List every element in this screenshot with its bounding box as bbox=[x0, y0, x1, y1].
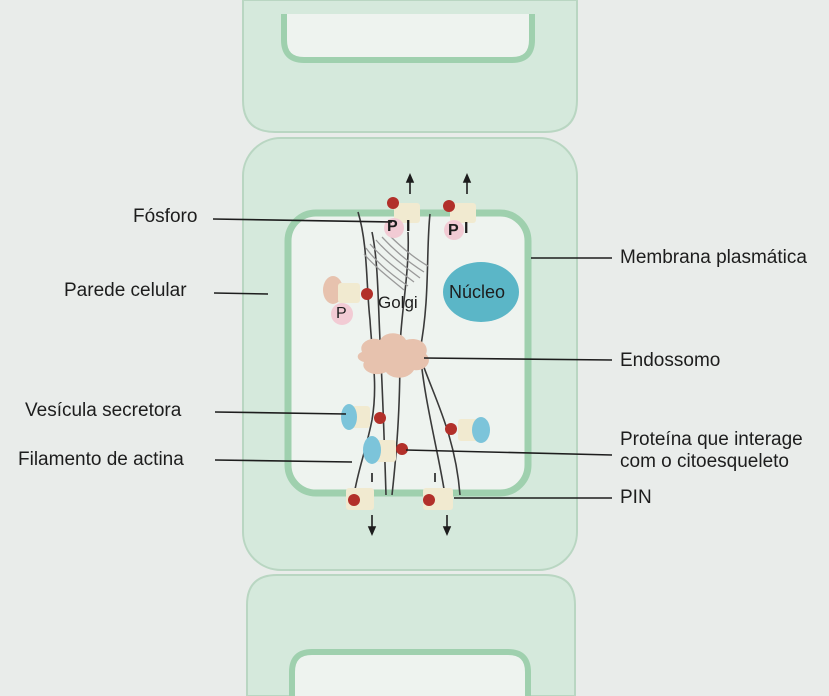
leader-proteina bbox=[405, 449, 613, 456]
protein-dot bbox=[423, 494, 435, 506]
protein-dot bbox=[374, 412, 386, 424]
vesicle bbox=[472, 417, 490, 443]
pin-top-left bbox=[384, 197, 420, 238]
phosphate-top-right bbox=[444, 220, 464, 240]
leader-filamento bbox=[214, 459, 353, 463]
arrow-down-icon bbox=[442, 526, 452, 537]
pin-bar-label: I bbox=[464, 220, 469, 237]
protein-dot bbox=[361, 288, 373, 300]
label-filamento-actina: Filamento de actina bbox=[18, 449, 184, 470]
vesicle bbox=[341, 404, 357, 430]
leader-lines bbox=[212, 218, 613, 499]
nucleus-label: Núcleo bbox=[449, 282, 506, 302]
phosphate-label: P bbox=[336, 305, 347, 322]
golgi-label: Golgi bbox=[378, 293, 418, 312]
protein-dot bbox=[348, 494, 360, 506]
leader-vesicula bbox=[214, 411, 347, 415]
label-proteina-line2: com o citoesqueleto bbox=[620, 451, 789, 472]
lower-cell-membrane bbox=[289, 649, 531, 696]
arrow-up-icon bbox=[405, 172, 415, 183]
lower-cell bbox=[246, 574, 576, 696]
label-fosforo: Fósforo bbox=[133, 206, 198, 227]
arrow-up-icon bbox=[462, 172, 472, 183]
upper-cell bbox=[242, 0, 578, 133]
vesicle bbox=[363, 436, 381, 464]
phosphate-left bbox=[331, 303, 353, 325]
transport-arrows bbox=[367, 172, 472, 537]
leader-endossomo bbox=[423, 357, 613, 361]
phosphate-label: P bbox=[448, 222, 459, 239]
pin-bottom-right bbox=[423, 488, 453, 510]
arrow-down-icon bbox=[367, 526, 377, 537]
pin-top-right bbox=[443, 200, 476, 240]
label-parede-celular: Parede celular bbox=[64, 280, 187, 301]
label-endossomo: Endossomo bbox=[620, 350, 721, 371]
label-proteina-line1: Proteína que interage bbox=[620, 429, 803, 450]
leader-fosforo bbox=[212, 218, 393, 223]
protein-dot bbox=[387, 197, 399, 209]
nucleus bbox=[443, 262, 519, 322]
pin-bar-label: I bbox=[406, 218, 411, 235]
phosphate-label: P bbox=[387, 218, 398, 235]
label-proteina: Proteína que interage com o citoesquelet… bbox=[620, 429, 803, 473]
phosphate-top-left bbox=[384, 218, 404, 238]
vesicle-with-phosphate bbox=[323, 276, 373, 325]
secretory-vesicles bbox=[341, 404, 490, 464]
pin-bottom-left bbox=[346, 488, 374, 510]
protein-dot bbox=[445, 423, 457, 435]
protein-dot bbox=[396, 443, 408, 455]
label-membrana-plasmatica: Membrana plasmática bbox=[620, 247, 807, 268]
leader-parede bbox=[213, 292, 269, 295]
upper-cell-membrane bbox=[281, 14, 535, 63]
protein-dot bbox=[443, 200, 455, 212]
label-vesicula-secretora: Vesícula secretora bbox=[25, 400, 182, 421]
endosome bbox=[357, 333, 429, 378]
label-pin: PIN bbox=[620, 487, 652, 508]
